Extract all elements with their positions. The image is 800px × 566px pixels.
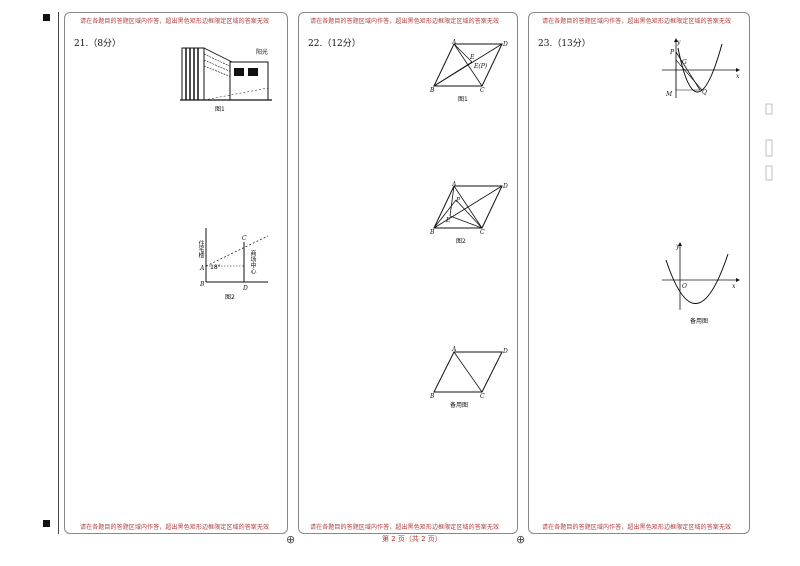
q21-figure-1-caption: 图1 bbox=[215, 106, 225, 113]
q21-point-A: A bbox=[199, 265, 205, 272]
q22-f2-point-B: B bbox=[429, 229, 435, 236]
q21-label-sunlight: 阳光 bbox=[256, 48, 268, 56]
q22-figure-2: A D B C P E bbox=[429, 181, 508, 236]
warning-bottom-q23: 请在各题目的答题区域内作答，超出黑色矩形边框限定区域的答案无效 bbox=[542, 524, 732, 531]
q22-spare-caption: 备用图 bbox=[450, 402, 469, 409]
q23-figure: y x P G M Q bbox=[662, 38, 740, 98]
q22-sp-point-A: A bbox=[451, 346, 457, 353]
q22-f1-point-A: A bbox=[451, 39, 457, 46]
q21-figure-1: 阳光 bbox=[180, 47, 272, 101]
question-23-title: 23.（13分） bbox=[538, 39, 591, 49]
q23-sp-origin: O bbox=[682, 283, 687, 290]
registration-mark-right: ⊕ bbox=[516, 533, 526, 546]
q23-axis-y: y bbox=[676, 39, 681, 46]
left-binding-rule bbox=[58, 12, 59, 534]
q21-point-D: D bbox=[242, 285, 248, 292]
answer-panel-q23 bbox=[528, 12, 750, 534]
q22-sp-point-B: B bbox=[429, 393, 435, 400]
q21-figure-2: A B C D 18° bbox=[199, 228, 269, 292]
q23-spare-figure: y x O bbox=[662, 242, 740, 310]
warning-bottom-q22: 请在各题目的答题区域内作答，超出黑色矩形边框限定区域的答案无效 bbox=[310, 524, 500, 531]
warning-bottom-q21: 请在各题目的答题区域内作答，超出黑色矩形边框限定区域的答案无效 bbox=[80, 524, 270, 531]
q22-sp-point-D: D bbox=[502, 348, 508, 355]
warning-top-q21: 请在各题目的答题区域内作答，超出黑色矩形边框限定区域的答案无效 bbox=[80, 18, 270, 25]
q22-f2-point-D: D bbox=[502, 183, 508, 190]
registration-mark-left: ⊕ bbox=[286, 533, 296, 546]
q23-sp-axis-x: x bbox=[732, 283, 736, 290]
corner-marker-top bbox=[43, 14, 50, 21]
q22-f1-point-E: E bbox=[469, 54, 475, 61]
q22-f2-point-E: E bbox=[445, 217, 451, 224]
q22-f1-point-C: C bbox=[480, 87, 485, 94]
q21-angle-label: 18° bbox=[210, 264, 221, 271]
question-21-title: 21.（8分） bbox=[74, 39, 122, 49]
q22-f2-point-P: P bbox=[455, 197, 461, 204]
q23-spare-caption: 备用图 bbox=[690, 318, 709, 325]
q23-sp-axis-y: y bbox=[675, 243, 680, 250]
q22-f2-point-A: A bbox=[451, 181, 457, 188]
q23-point-G: G bbox=[682, 59, 687, 66]
q23-axis-x: x bbox=[736, 73, 740, 80]
q21-label-building: 住宅楼 bbox=[197, 240, 204, 258]
q23-point-P: P bbox=[669, 49, 675, 56]
q21-figure-2-caption: 图2 bbox=[225, 294, 235, 301]
q22-figure-1: A D B C E E(P) bbox=[429, 39, 508, 94]
right-edge-marks bbox=[765, 103, 773, 181]
warning-top-q22: 请在各题目的答题区域内作答，超出黑色矩形边框限定区域的答案无效 bbox=[310, 18, 500, 25]
question-22-title: 22.（12分） bbox=[308, 39, 361, 49]
q22-spare-figure: A D B C bbox=[429, 346, 508, 400]
warning-top-q23: 请在各题目的答题区域内作答，超出黑色矩形边框限定区域的答案无效 bbox=[542, 18, 732, 25]
page-number: 第 2 页（共 2 页） bbox=[382, 535, 442, 543]
q21-point-C: C bbox=[242, 235, 247, 242]
q23-point-Q: Q bbox=[702, 89, 707, 96]
q22-sp-point-C: C bbox=[480, 393, 485, 400]
q22-f2-point-C: C bbox=[480, 229, 485, 236]
answer-panel-q22 bbox=[298, 12, 518, 534]
q23-point-M: M bbox=[665, 91, 673, 98]
q21-label-center: 商场中心 bbox=[249, 250, 256, 274]
q21-point-B: B bbox=[199, 281, 205, 288]
q22-figure-2-caption: 图2 bbox=[456, 238, 466, 245]
q22-figure-1-caption: 图1 bbox=[458, 96, 468, 103]
q22-f1-point-B: B bbox=[429, 87, 435, 94]
corner-marker-bottom bbox=[43, 520, 50, 527]
q22-f1-label-EP: E(P) bbox=[473, 63, 488, 70]
q22-f1-point-D: D bbox=[502, 41, 508, 48]
